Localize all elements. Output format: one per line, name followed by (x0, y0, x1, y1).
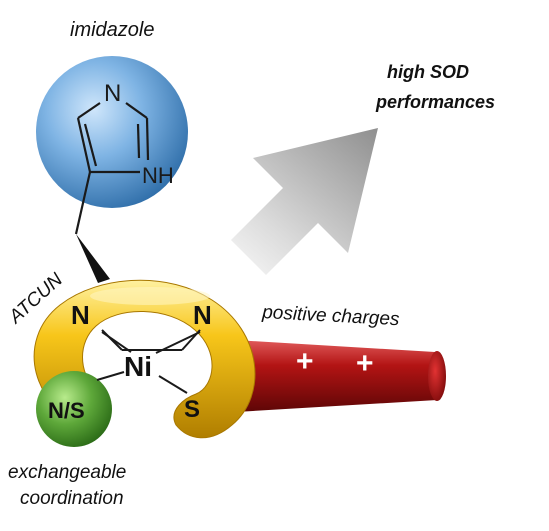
plus-charge-1: + (296, 345, 314, 378)
imidazole-nh-atom: NH (142, 163, 174, 188)
atom-n-right: N (193, 300, 212, 330)
exchangeable-label-line1: exchangeable (8, 462, 126, 483)
atom-s: S (184, 396, 200, 423)
positive-charge-cylinder (235, 340, 446, 412)
imidazole-ring (74, 102, 150, 235)
ns-sphere-icon (36, 371, 112, 447)
wedge-bond (76, 234, 110, 283)
atom-ni: Ni (124, 351, 152, 382)
imidazole-label: imidazole (70, 19, 154, 41)
imidazole-sphere-icon (36, 56, 188, 208)
atom-n-left: N (71, 300, 90, 330)
high-sod-label-line1: high SOD (387, 62, 469, 82)
plus-charge-2: + (356, 347, 374, 380)
positive-charges-label: positive charges (261, 302, 401, 330)
imidazole-n-atom: N (104, 80, 121, 107)
high-sod-label-line2: performances (375, 92, 495, 112)
ni-complex-bonds (96, 329, 201, 394)
exchangeable-label-line2: coordination (20, 488, 124, 509)
atom-ns: N/S (48, 398, 85, 423)
sod-arrow-icon (206, 128, 378, 275)
